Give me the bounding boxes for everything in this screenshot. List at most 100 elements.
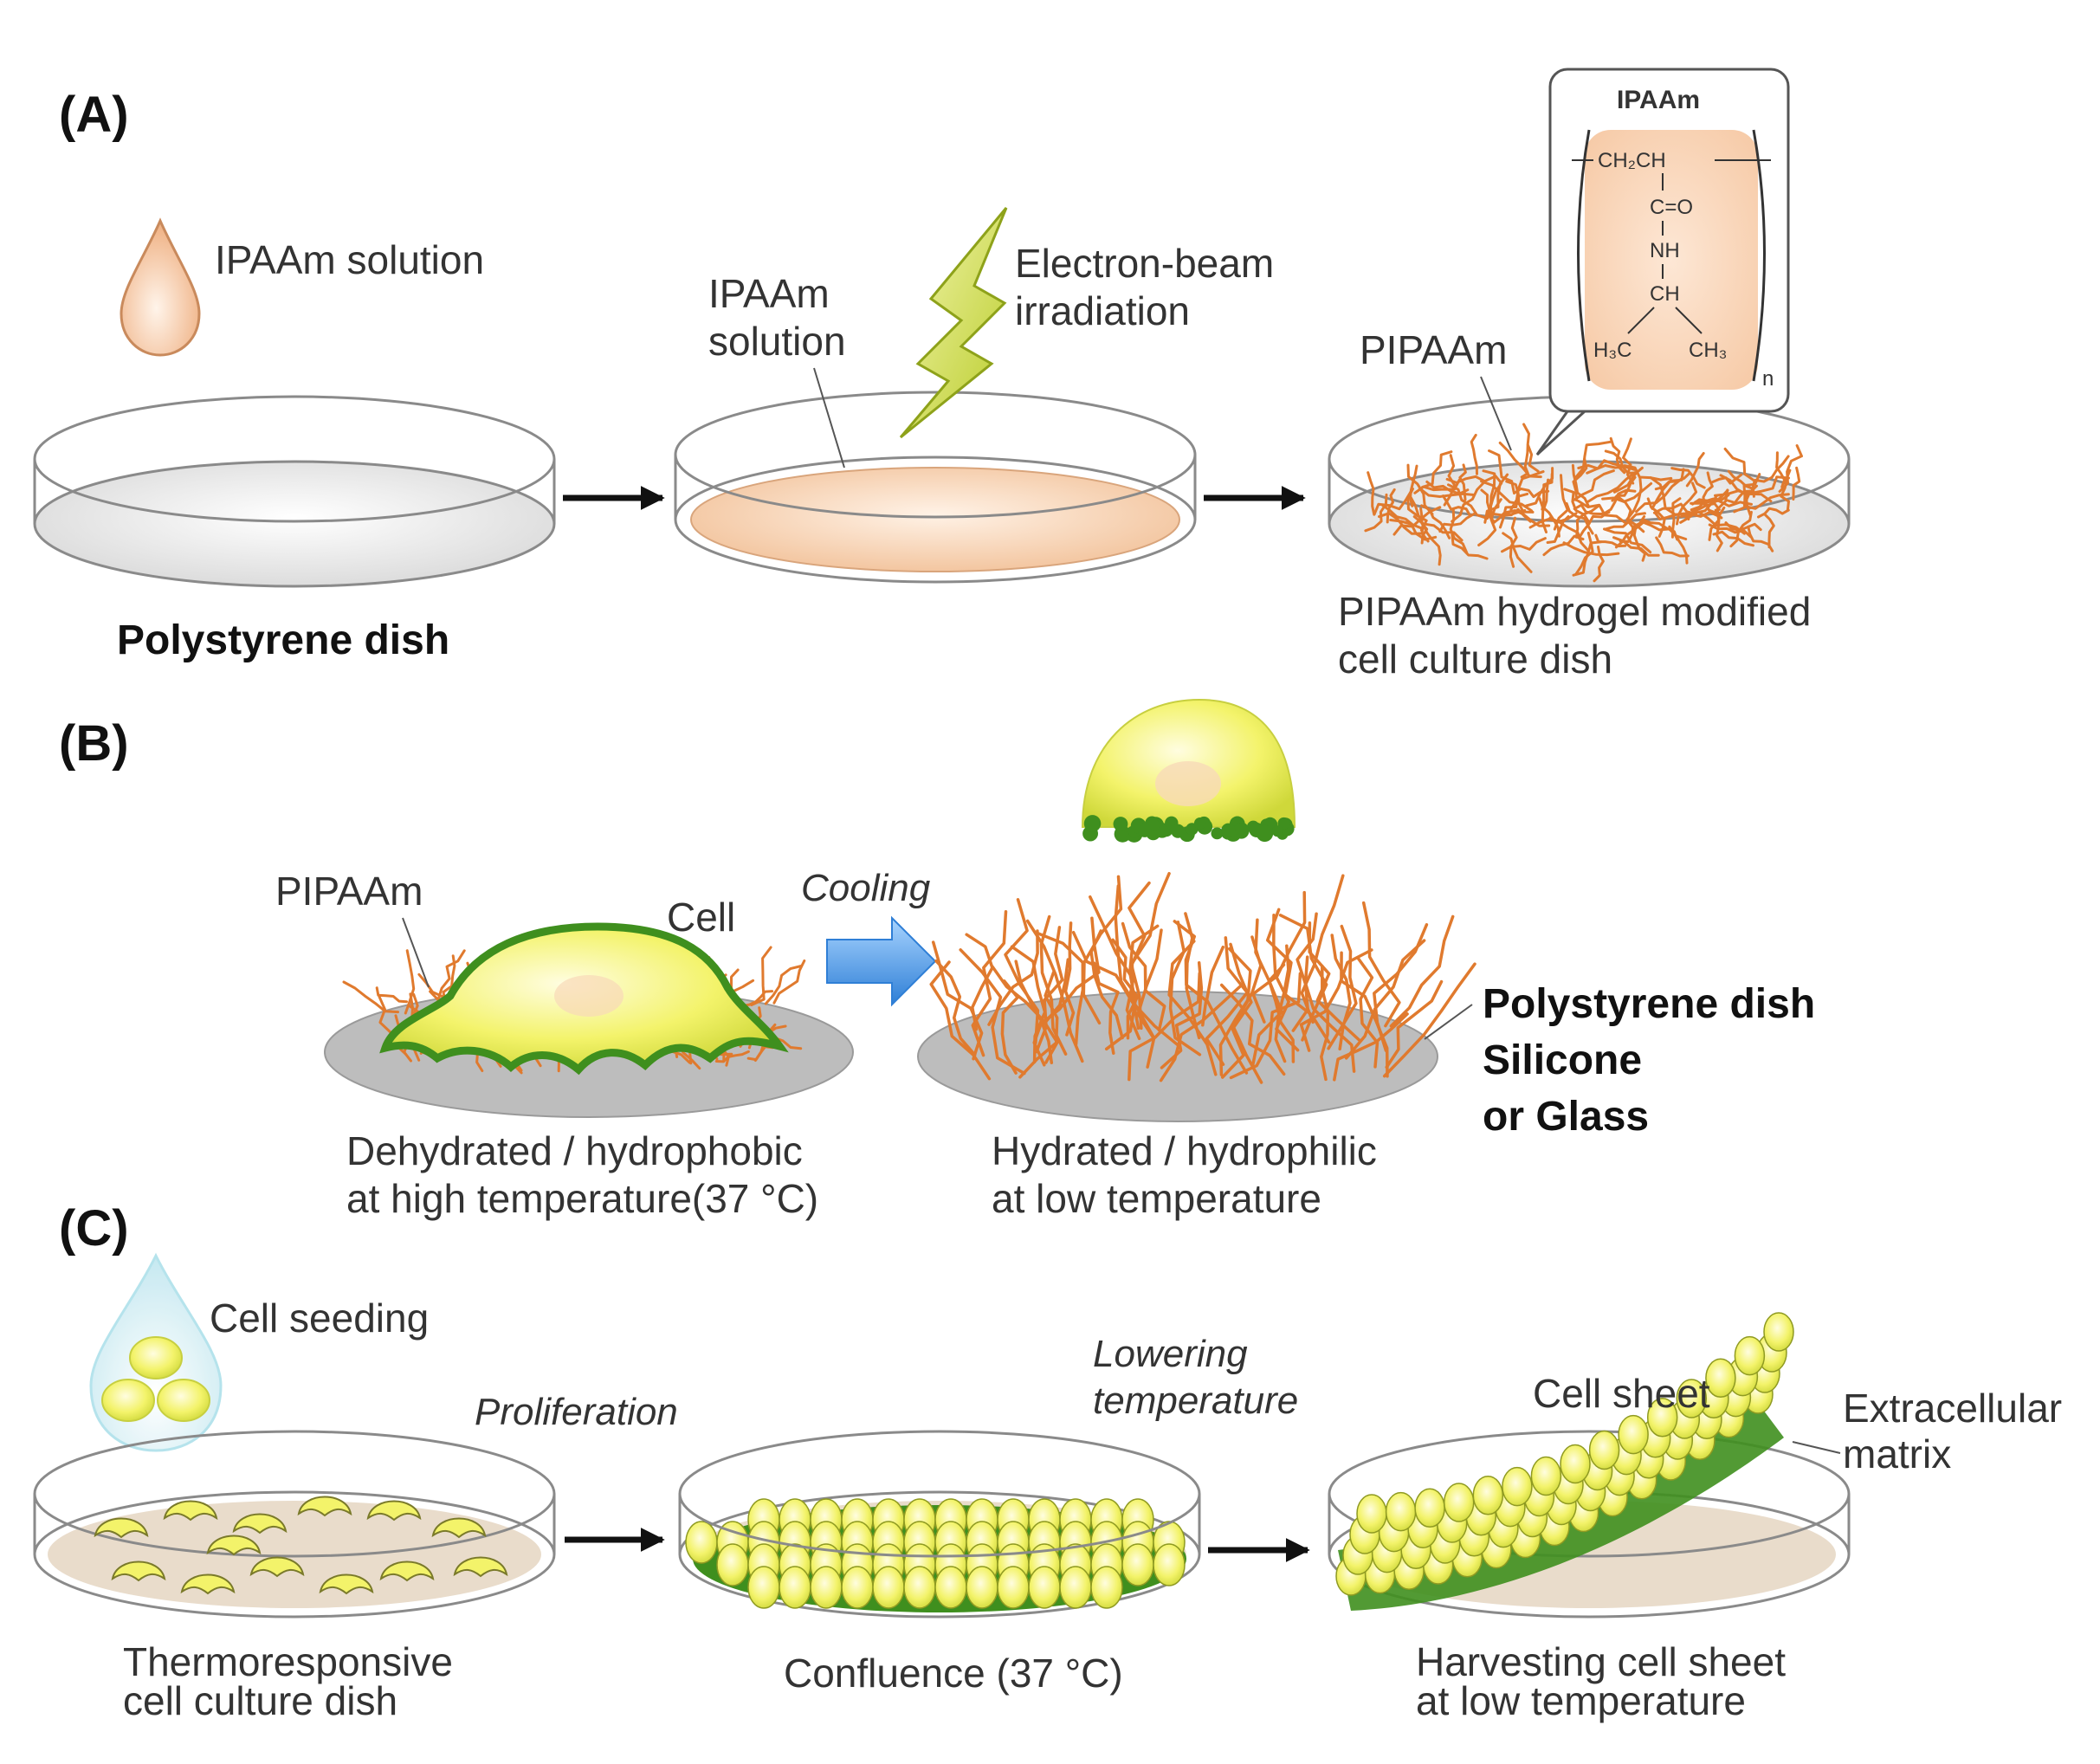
- ecm-dot: [1211, 827, 1224, 840]
- polymer-chain: [1361, 901, 1401, 1028]
- polymer-chain: [1265, 908, 1331, 1044]
- polymer-chain: [1498, 441, 1542, 479]
- leader-line: [1480, 376, 1512, 451]
- polymer-chain: [1449, 508, 1469, 554]
- harvest-label-line1: Harvesting cell sheet: [1416, 1639, 1786, 1684]
- cell: [779, 1566, 811, 1609]
- polymer-chain: [1128, 881, 1151, 1031]
- cell: [1443, 1483, 1475, 1522]
- polymer-chain: [1723, 447, 1756, 494]
- cell: [966, 1566, 998, 1609]
- inset-carbonyl: C=O: [1650, 196, 1693, 219]
- polystyrene-dish-label: Polystyrene dish: [117, 617, 449, 663]
- cell-seeding-label: Cell seeding: [210, 1296, 429, 1341]
- cell: [1502, 1466, 1533, 1507]
- polymer-chain: [1690, 494, 1730, 512]
- polymer-chain: [1039, 914, 1068, 1056]
- inset-subscript: n: [1762, 367, 1774, 391]
- substrate-label-line1: Polystyrene dish: [1483, 981, 1815, 1027]
- solution-dish-icon: [674, 391, 1197, 584]
- polymer-chain: [1251, 890, 1307, 1024]
- polymer-chain: [1565, 501, 1594, 535]
- lowering-label-line2: temperature: [1093, 1380, 1298, 1422]
- cell: [934, 1566, 967, 1609]
- lowering-label-line1: Lowering: [1093, 1333, 1248, 1375]
- hydrophilic-caption-line2: at low temperature: [992, 1176, 1321, 1221]
- hydrophilic-substrate: [917, 871, 1476, 1122]
- polymer-chain: [1409, 495, 1430, 543]
- electron-beam-label-line2: irradiation: [1015, 288, 1190, 333]
- polymer-chain: [1573, 440, 1612, 479]
- polymer-chain: [1364, 493, 1388, 533]
- polymer-chain: [1272, 913, 1300, 1052]
- confluence-label: Confluence (37 °C): [784, 1651, 1123, 1696]
- polymer-chain: [1572, 469, 1615, 501]
- polymer-chain: [1219, 983, 1286, 1076]
- confluent-dish-icon: [678, 1430, 1201, 1619]
- polymer-chain: [1373, 489, 1413, 516]
- polymer-chain: [1344, 939, 1426, 1060]
- cell: [1472, 1476, 1504, 1515]
- polymer-chain: [1330, 934, 1352, 1051]
- polymer-chain: [436, 949, 466, 1002]
- ecm-fringe: [1082, 815, 1295, 843]
- polymer-chain: [1702, 471, 1714, 506]
- polymer-chain: [1573, 503, 1611, 515]
- polymer-chain: [1092, 961, 1120, 1055]
- polymer-chain: [1708, 488, 1729, 541]
- polymer-chain: [1035, 926, 1064, 1054]
- polymer-chain: [1724, 521, 1762, 532]
- cell: [232, 1513, 288, 1535]
- polymer-chain: [1505, 480, 1535, 514]
- electron-beam-label-line1: Electron-beam: [1015, 241, 1274, 286]
- ecm-dot: [1221, 823, 1236, 837]
- cell: [1028, 1566, 1061, 1609]
- polymer-chain: [1356, 956, 1380, 1069]
- polymer-chain: [1378, 512, 1424, 535]
- hydrophobic-substrate: [324, 922, 854, 1118]
- polymer-chain: [1676, 481, 1698, 526]
- polymer-chain: [1445, 475, 1496, 484]
- polymer-chain: [1577, 510, 1610, 540]
- polymer-chain: [1524, 467, 1554, 507]
- ecm-label-line1: Extracellular: [1843, 1386, 2062, 1431]
- cell: [1705, 1358, 1736, 1399]
- modified-dish-label-line2: cell culture dish: [1338, 636, 1612, 682]
- pipaam-label: PIPAAm: [1360, 327, 1507, 372]
- polymer-chain: [1733, 473, 1761, 514]
- ecm-dot: [1193, 817, 1206, 830]
- polymer-chain: [987, 929, 1039, 1026]
- cell: [206, 1535, 262, 1556]
- polymer-chain: [1714, 489, 1773, 503]
- polymer-chain: [1340, 951, 1389, 1078]
- polymer-chain: [1485, 475, 1503, 519]
- cell: [1414, 1488, 1445, 1528]
- cell: [1153, 1543, 1186, 1586]
- polymer-chain: [1300, 874, 1345, 1024]
- extended-polymer-chains: [929, 871, 1476, 1084]
- polymer-chain: [991, 965, 1046, 1067]
- cooling-label: Cooling: [801, 867, 931, 909]
- polymer-chain: [1572, 457, 1588, 502]
- polymer-chain: [1763, 513, 1775, 549]
- polymer-chain: [1501, 537, 1547, 553]
- cell: [1090, 1566, 1123, 1609]
- polymer-chain: [1418, 487, 1476, 498]
- polymer-chain: [929, 960, 992, 1081]
- modified-dish-label-line1: PIPAAm hydrogel modified: [1338, 589, 1811, 634]
- cell: [1763, 1312, 1794, 1352]
- polymer-chain: [1622, 437, 1635, 485]
- cell: [431, 1517, 487, 1539]
- polymer-chain: [1470, 433, 1478, 475]
- polymer-chain: [1089, 929, 1124, 1040]
- polymer-chain: [1553, 474, 1569, 531]
- polymer-chain: [741, 990, 774, 1007]
- polymer-chain: [1168, 921, 1202, 1056]
- ipaam-label-line2: solution: [708, 319, 846, 364]
- polymer-chain: [1381, 503, 1423, 530]
- polymer-chain: [1623, 464, 1673, 481]
- cell: [453, 1556, 508, 1578]
- inset-methyl-left: H₃C: [1593, 339, 1632, 362]
- polymer-chain: [1451, 481, 1486, 523]
- panel-a-letter: (A): [59, 87, 129, 143]
